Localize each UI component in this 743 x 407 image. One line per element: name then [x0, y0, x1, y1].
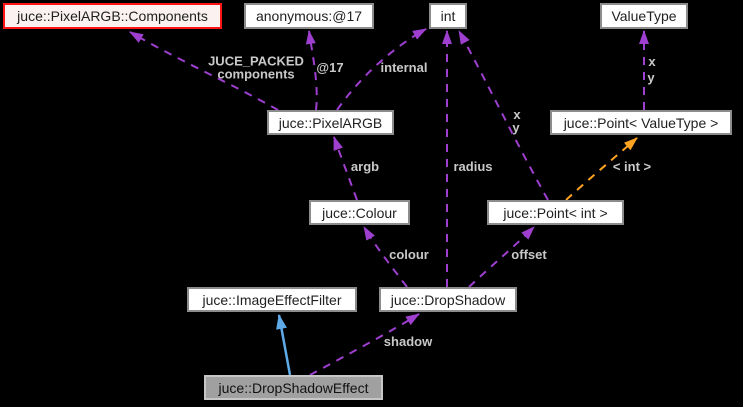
- edge-inheritance: [276, 314, 292, 376]
- edge-shadow: [309, 313, 420, 376]
- node-point-valuetype[interactable]: juce::Point< ValueType >: [550, 110, 732, 135]
- node-valuetype: ValueType: [600, 3, 688, 29]
- node-dropshadoweffect-current: juce::DropShadowEffect: [204, 375, 383, 400]
- edge-argb: [333, 136, 358, 201]
- node-anonymous-17: anonymous:@17: [244, 3, 374, 29]
- node-int: int: [429, 3, 467, 29]
- node-pixelargb-components[interactable]: juce::PixelARGB::Components: [3, 3, 222, 29]
- edge-colour: [363, 226, 408, 288]
- node-point-int[interactable]: juce::Point< int >: [487, 200, 624, 225]
- node-colour[interactable]: juce::Colour: [309, 200, 410, 225]
- edge-offset: [468, 226, 535, 288]
- edge-internal: [336, 28, 427, 111]
- node-imageeffectfilter[interactable]: juce::ImageEffectFilter: [187, 287, 357, 312]
- edge-template-instantiation: [565, 137, 638, 201]
- edge-xy-int: [458, 30, 549, 201]
- edge-components: [129, 31, 279, 111]
- edge-at17: [305, 30, 318, 111]
- node-dropshadow[interactable]: juce::DropShadow: [379, 287, 517, 312]
- node-pixelargb[interactable]: juce::PixelARGB: [267, 110, 394, 135]
